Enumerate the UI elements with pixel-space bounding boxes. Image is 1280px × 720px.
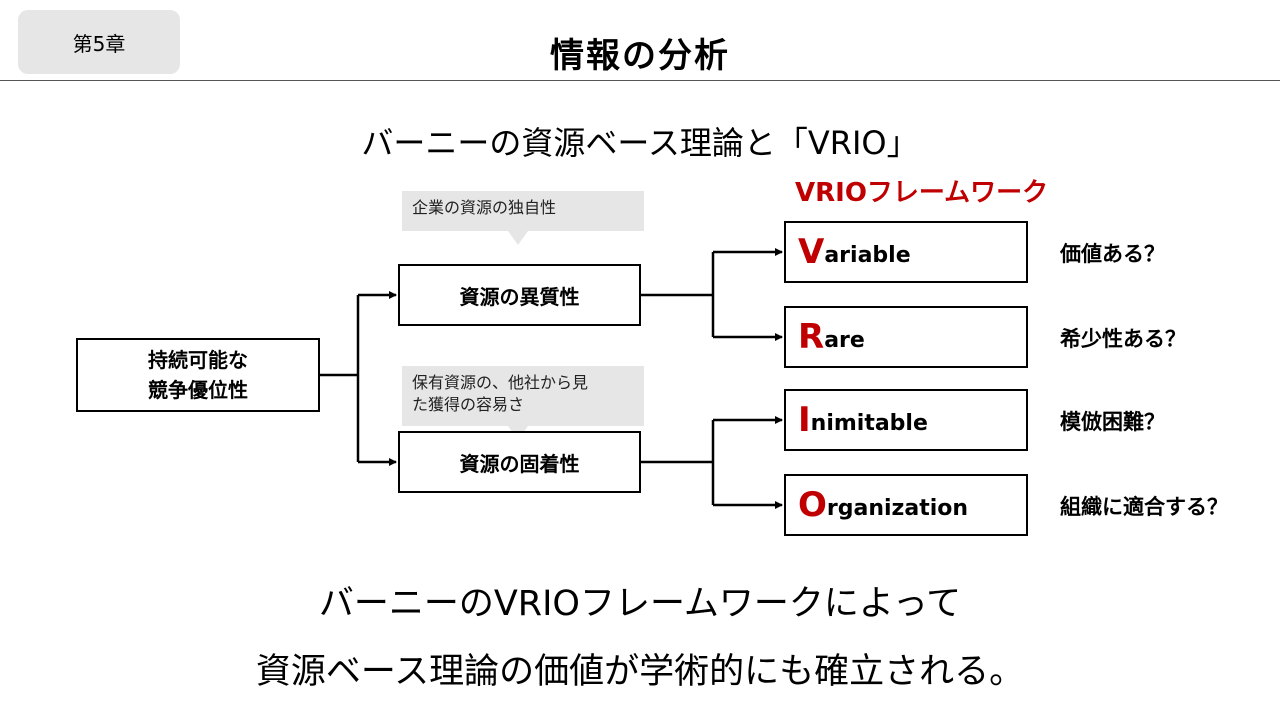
note-resource-uniqueness: 企業の資源の独自性 bbox=[402, 191, 644, 231]
question-organization: 組織に適合する？ bbox=[1060, 495, 1228, 519]
vrio-initial: O bbox=[798, 485, 827, 525]
note-acquisition-ease: 保有資源の、他社から見 た獲得の容易さ bbox=[402, 366, 644, 426]
root-box-line: 競争優位性 bbox=[148, 378, 248, 402]
vrio-heading: VRIOフレームワーク bbox=[795, 178, 1049, 208]
resource-immobility-box: 資源の固着性 bbox=[398, 431, 641, 493]
vrio-word-rest: are bbox=[824, 328, 865, 353]
note-line: 保有資源の、他社から見 bbox=[412, 373, 589, 392]
note-line: 企業の資源の独自性 bbox=[412, 198, 557, 217]
chapter-badge: 第5章 bbox=[18, 10, 180, 74]
page-title: 情報の分析 bbox=[550, 36, 730, 76]
note-pointer bbox=[508, 231, 528, 245]
question-inimitability: 模倣困難？ bbox=[1060, 410, 1165, 434]
root-box-line: 持続可能な bbox=[148, 348, 248, 372]
note-line: た獲得の容易さ bbox=[412, 395, 525, 414]
resource-heterogeneity-box: 資源の異質性 bbox=[398, 264, 641, 326]
question-rarity: 希少性ある？ bbox=[1060, 327, 1186, 351]
conclusion-line-2: 資源ベース理論の価値が学術的にも確立される。 bbox=[255, 652, 1025, 692]
vrio-word-rest: ariable bbox=[824, 243, 911, 268]
vrio-initial: V bbox=[798, 232, 825, 272]
vrio-word-rest: nimitable bbox=[810, 411, 928, 436]
sustainable-advantage-box: 持続可能な 競争優位性 bbox=[76, 338, 320, 412]
question-value: 価値ある？ bbox=[1060, 242, 1165, 266]
vrio-initial: I bbox=[798, 400, 811, 440]
vrio-word-rest: rganization bbox=[826, 496, 969, 521]
title-divider bbox=[0, 80, 1280, 81]
vrio-initial: R bbox=[798, 317, 825, 357]
conclusion-line-1: バーニーのVRIOフレームワークによって bbox=[318, 584, 962, 624]
slide-subtitle: バーニーの資源ベース理論と「VRIO」 bbox=[361, 124, 919, 162]
